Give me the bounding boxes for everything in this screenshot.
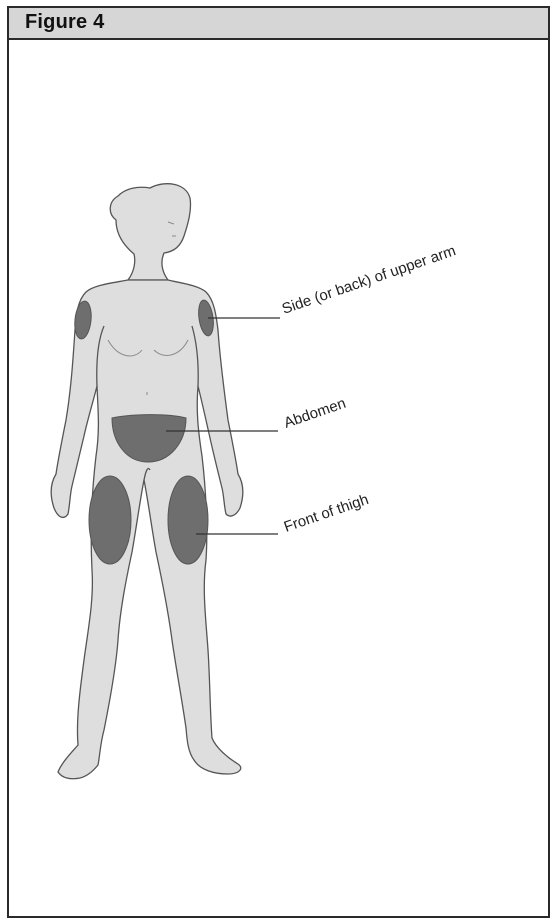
body-figure bbox=[51, 184, 243, 779]
label-thigh: Front of thigh bbox=[282, 491, 371, 536]
head bbox=[110, 184, 190, 280]
site-thigh-left bbox=[89, 476, 131, 564]
torso bbox=[51, 280, 243, 779]
site-thigh-right bbox=[168, 476, 208, 564]
label-abdomen: Abdomen bbox=[282, 395, 348, 432]
label-upper-arm: Side (or back) of upper arm bbox=[280, 242, 458, 318]
